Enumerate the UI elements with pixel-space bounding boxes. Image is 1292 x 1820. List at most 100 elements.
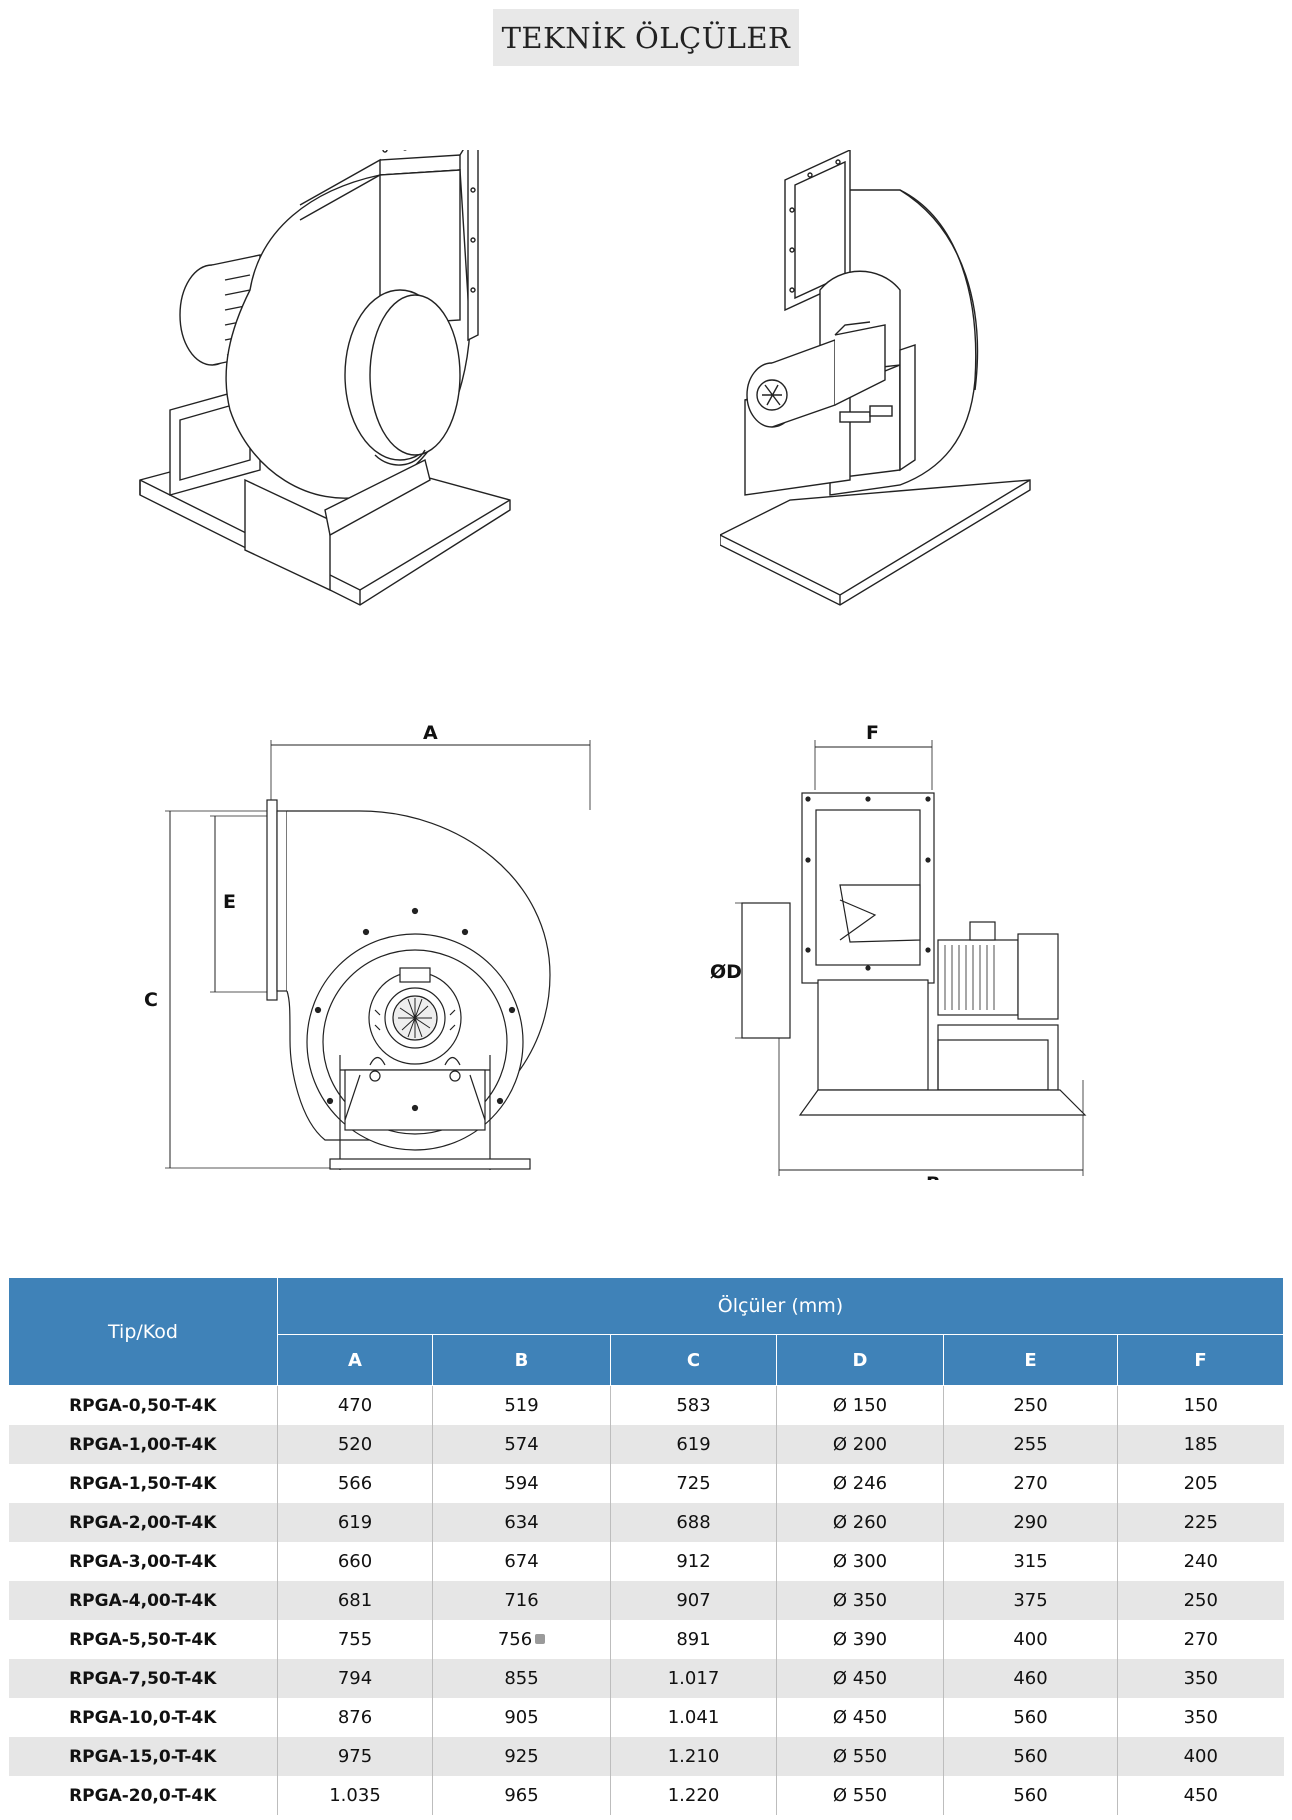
value-cell: 905	[432, 1698, 611, 1737]
value-cell: 560	[943, 1776, 1118, 1815]
table-row: RPGA-20,0-T-4K 1.035 965 1.220 Ø 550 560…	[8, 1776, 1284, 1815]
value-cell: 290	[943, 1503, 1118, 1542]
dimensions-table: Tip/Kod Ölçüler (mm) A B C D E F RPGA-0,…	[8, 1277, 1284, 1815]
tip-kod-cell: RPGA-10,0-T-4K	[8, 1698, 278, 1737]
fan-isometric-front-drawing	[130, 150, 570, 620]
value-cell: Ø 260	[776, 1503, 944, 1542]
value-cell: 876	[277, 1698, 433, 1737]
value-cell: Ø 390	[776, 1620, 944, 1659]
tip-kod-cell: RPGA-1,00-T-4K	[8, 1425, 278, 1464]
value-cell: 250	[943, 1385, 1118, 1425]
page-title: TEKNİK ÖLÇÜLER	[493, 9, 799, 66]
value-cell: 560	[943, 1698, 1118, 1737]
table-row: RPGA-0,50-T-4K 470 519 583 Ø 150 250 150	[8, 1385, 1284, 1425]
value-cell: 634	[432, 1503, 611, 1542]
value-cell: 255	[943, 1425, 1118, 1464]
value-cell: Ø 246	[776, 1464, 944, 1503]
tip-kod-cell: RPGA-7,50-T-4K	[8, 1659, 278, 1698]
col-header-a: A	[277, 1334, 433, 1386]
value-cell: Ø 450	[776, 1659, 944, 1698]
value-text: 756	[497, 1629, 533, 1650]
value-cell: 594	[432, 1464, 611, 1503]
value-cell: 350	[1117, 1659, 1284, 1698]
dimension-b-label: B	[926, 1173, 940, 1180]
value-cell: 794	[277, 1659, 433, 1698]
col-header-f: F	[1117, 1334, 1284, 1386]
dimension-d-label: ØD	[710, 961, 742, 983]
value-cell: 1.220	[610, 1776, 777, 1815]
value-cell: 907	[610, 1581, 777, 1620]
value-cell: 185	[1117, 1425, 1284, 1464]
value-cell: 912	[610, 1542, 777, 1581]
tip-kod-header: Tip/Kod	[8, 1277, 278, 1386]
value-cell: 619	[277, 1503, 433, 1542]
value-cell: 1.017	[610, 1659, 777, 1698]
col-header-d: D	[776, 1334, 944, 1386]
tip-kod-cell: RPGA-4,00-T-4K	[8, 1581, 278, 1620]
value-cell: 205	[1117, 1464, 1284, 1503]
table-row: RPGA-10,0-T-4K 876 905 1.041 Ø 450 560 3…	[8, 1698, 1284, 1737]
col-header-e: E	[943, 1334, 1118, 1386]
value-cell: 450	[1117, 1776, 1284, 1815]
tip-kod-cell: RPGA-3,00-T-4K	[8, 1542, 278, 1581]
value-cell: 225	[1117, 1503, 1284, 1542]
value-cell: Ø 350	[776, 1581, 944, 1620]
value-cell: 681	[277, 1581, 433, 1620]
fan-isometric-motor-drawing	[720, 150, 1080, 620]
value-cell: Ø 200	[776, 1425, 944, 1464]
value-cell: 520	[277, 1425, 433, 1464]
value-cell-b-with-mark: 756	[432, 1620, 611, 1659]
value-cell: 560	[943, 1737, 1118, 1776]
value-cell: 519	[432, 1385, 611, 1425]
value-cell: 583	[610, 1385, 777, 1425]
dimension-c-label: C	[144, 989, 158, 1011]
dimension-a-label: A	[423, 722, 438, 744]
table-row: RPGA-5,50-T-4K 755 756 891 Ø 390 400 270	[8, 1620, 1284, 1659]
tip-kod-cell: RPGA-20,0-T-4K	[8, 1776, 278, 1815]
value-cell: 240	[1117, 1542, 1284, 1581]
col-header-b: B	[432, 1334, 611, 1386]
value-cell: 470	[277, 1385, 433, 1425]
tip-kod-cell: RPGA-1,50-T-4K	[8, 1464, 278, 1503]
tip-kod-cell: RPGA-2,00-T-4K	[8, 1503, 278, 1542]
fan-front-view-drawing: F ØD B	[700, 710, 1110, 1180]
value-cell: Ø 550	[776, 1776, 944, 1815]
value-cell: 270	[943, 1464, 1118, 1503]
value-cell: 400	[1117, 1737, 1284, 1776]
dimension-e-label: E	[223, 891, 236, 913]
value-cell: 716	[432, 1581, 611, 1620]
value-cell: Ø 450	[776, 1698, 944, 1737]
table-row: RPGA-2,00-T-4K 619 634 688 Ø 260 290 225	[8, 1503, 1284, 1542]
value-cell: 855	[432, 1659, 611, 1698]
value-cell: 725	[610, 1464, 777, 1503]
value-cell: 250	[1117, 1581, 1284, 1620]
value-cell: 688	[610, 1503, 777, 1542]
small-square-mark-icon	[535, 1634, 546, 1644]
table-row: RPGA-4,00-T-4K 681 716 907 Ø 350 375 250	[8, 1581, 1284, 1620]
value-cell: 315	[943, 1542, 1118, 1581]
value-cell: 674	[432, 1542, 611, 1581]
value-cell: 460	[943, 1659, 1118, 1698]
value-cell: 1.210	[610, 1737, 777, 1776]
value-cell: 619	[610, 1425, 777, 1464]
table-row: RPGA-7,50-T-4K 794 855 1.017 Ø 450 460 3…	[8, 1659, 1284, 1698]
table-row: RPGA-15,0-T-4K 975 925 1.210 Ø 550 560 4…	[8, 1737, 1284, 1776]
col-header-c: C	[610, 1334, 777, 1386]
tip-kod-cell: RPGA-0,50-T-4K	[8, 1385, 278, 1425]
table-row: RPGA-1,00-T-4K 520 574 619 Ø 200 255 185	[8, 1425, 1284, 1464]
table-row: RPGA-3,00-T-4K 660 674 912 Ø 300 315 240	[8, 1542, 1284, 1581]
fan-side-view-drawing: A C E	[130, 710, 610, 1180]
value-cell: 1.041	[610, 1698, 777, 1737]
value-cell: Ø 150	[776, 1385, 944, 1425]
value-cell: 1.035	[277, 1776, 433, 1815]
value-cell: Ø 550	[776, 1737, 944, 1776]
value-cell: 925	[432, 1737, 611, 1776]
value-cell: Ø 300	[776, 1542, 944, 1581]
value-cell: 975	[277, 1737, 433, 1776]
value-cell: 150	[1117, 1385, 1284, 1425]
value-cell: 566	[277, 1464, 433, 1503]
tip-kod-cell: RPGA-15,0-T-4K	[8, 1737, 278, 1776]
table-row: RPGA-1,50-T-4K 566 594 725 Ø 246 270 205	[8, 1464, 1284, 1503]
value-cell: 660	[277, 1542, 433, 1581]
value-cell: 375	[943, 1581, 1118, 1620]
